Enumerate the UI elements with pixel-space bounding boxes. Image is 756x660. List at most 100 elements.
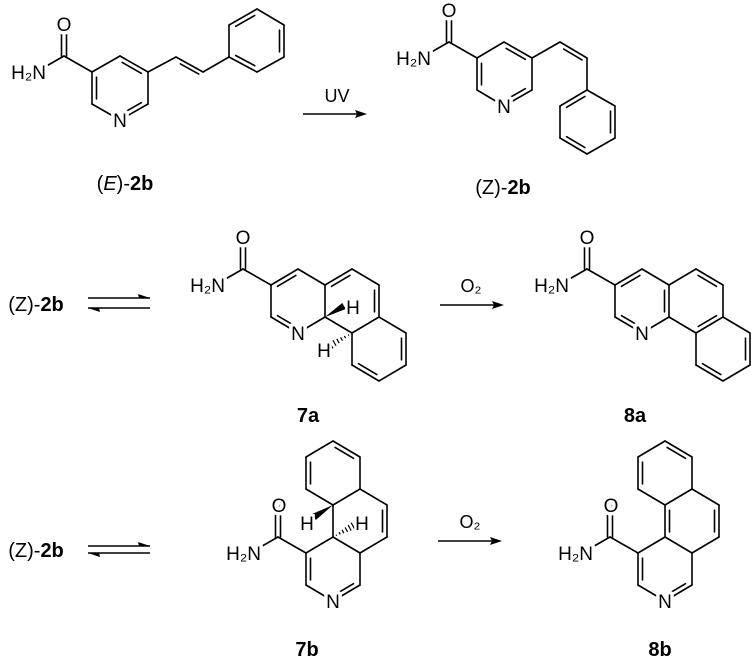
bond (476, 41, 505, 59)
double-bond-line (697, 314, 718, 328)
double-bond-line (505, 47, 527, 61)
bond (270, 316, 299, 334)
hashed-bond (340, 337, 343, 341)
double-bond-line (357, 362, 378, 376)
atom-h: H (300, 514, 314, 535)
bond (664, 584, 693, 602)
bond (722, 316, 751, 334)
bond (695, 268, 724, 286)
bond (586, 268, 616, 286)
bond (664, 536, 693, 554)
atom-nh2: H₂N (534, 276, 569, 297)
atom-h: H (355, 514, 369, 535)
atom-o: O (272, 496, 287, 517)
bond (586, 89, 616, 107)
atom-n: N (497, 97, 511, 118)
hashed-bond (347, 524, 352, 531)
o2-arrowhead-row3 (490, 537, 502, 545)
wedge-bond (325, 302, 346, 317)
atom-o: O (236, 228, 251, 249)
bond (359, 536, 388, 554)
bond (297, 268, 326, 286)
bond (476, 89, 505, 107)
bond (228, 8, 258, 26)
hashed-bond (328, 341, 334, 349)
bond (91, 103, 121, 121)
atom-n: N (635, 324, 649, 345)
bond (202, 56, 230, 73)
double-bond-line (565, 95, 586, 109)
stereo-bonds-layer (312, 302, 356, 537)
bond (305, 536, 334, 554)
bond (664, 440, 693, 458)
atom-nh2: H₂N (11, 63, 46, 84)
bond (609, 536, 639, 554)
double-bond-line (234, 54, 256, 67)
double-bond-line (276, 274, 297, 288)
double-bond-line (334, 446, 355, 460)
atom-labels: O H₂N N O H₂N N O H₂N N H H O H₂N N O H₂… (8, 0, 676, 617)
bond (332, 440, 361, 458)
bond (270, 268, 299, 286)
double-bond-line (666, 446, 687, 460)
bond (637, 536, 666, 554)
double-bond-line (565, 135, 586, 149)
bond (531, 41, 561, 59)
hashed-bond (335, 534, 338, 537)
atom-n: N (113, 111, 127, 132)
bond (256, 56, 285, 73)
equilibrium-arrows-row2 (88, 294, 150, 312)
double-bond-line (701, 362, 722, 376)
double-bond-line (562, 48, 583, 61)
atom-h: H (346, 298, 360, 319)
bond (256, 8, 285, 26)
bond (503, 89, 533, 107)
double-bond-line (620, 314, 641, 328)
bond (614, 268, 643, 286)
double-bond-line (121, 61, 143, 75)
bond (242, 268, 272, 286)
wedge-bond (312, 505, 333, 520)
bond (668, 316, 697, 334)
bond (586, 137, 616, 155)
hashed-bond (347, 334, 350, 336)
compound-label-8a: 8a (624, 405, 647, 427)
bond (332, 488, 361, 506)
bond (228, 56, 258, 73)
bond (147, 56, 177, 73)
double-bond-line (505, 87, 527, 101)
hashed-bond (343, 335, 347, 339)
bond (641, 268, 670, 286)
bond (559, 41, 588, 59)
bond (448, 41, 478, 59)
compound-label-e-2b: (E)-2b (97, 173, 154, 195)
bond (641, 316, 670, 334)
bond (637, 488, 666, 506)
atom-h: H (317, 341, 331, 362)
reagent-o2-row2: O₂ (461, 276, 482, 296)
bond (637, 584, 666, 602)
hashed-bond (338, 531, 341, 535)
bond (249, 536, 279, 554)
bond (695, 316, 724, 334)
compound-label-z-2b-row3: (Z)-2b (8, 540, 64, 562)
bond (297, 316, 326, 334)
bond (691, 488, 720, 506)
hashed-bond (341, 529, 345, 534)
hashed-bond (336, 338, 340, 344)
double-bond-line (234, 14, 256, 28)
bond (305, 440, 334, 458)
hashed-bond (332, 339, 337, 347)
bond (332, 536, 361, 554)
compound-label-7a: 7a (297, 405, 320, 427)
bond (722, 364, 751, 382)
bond (420, 41, 450, 59)
bond (351, 268, 380, 286)
atom-nh2: H₂N (190, 276, 225, 297)
arrows (88, 110, 504, 557)
atom-o: O (57, 15, 72, 36)
bond (35, 55, 65, 73)
atom-nh2: H₂N (226, 544, 261, 565)
bond (175, 56, 204, 73)
